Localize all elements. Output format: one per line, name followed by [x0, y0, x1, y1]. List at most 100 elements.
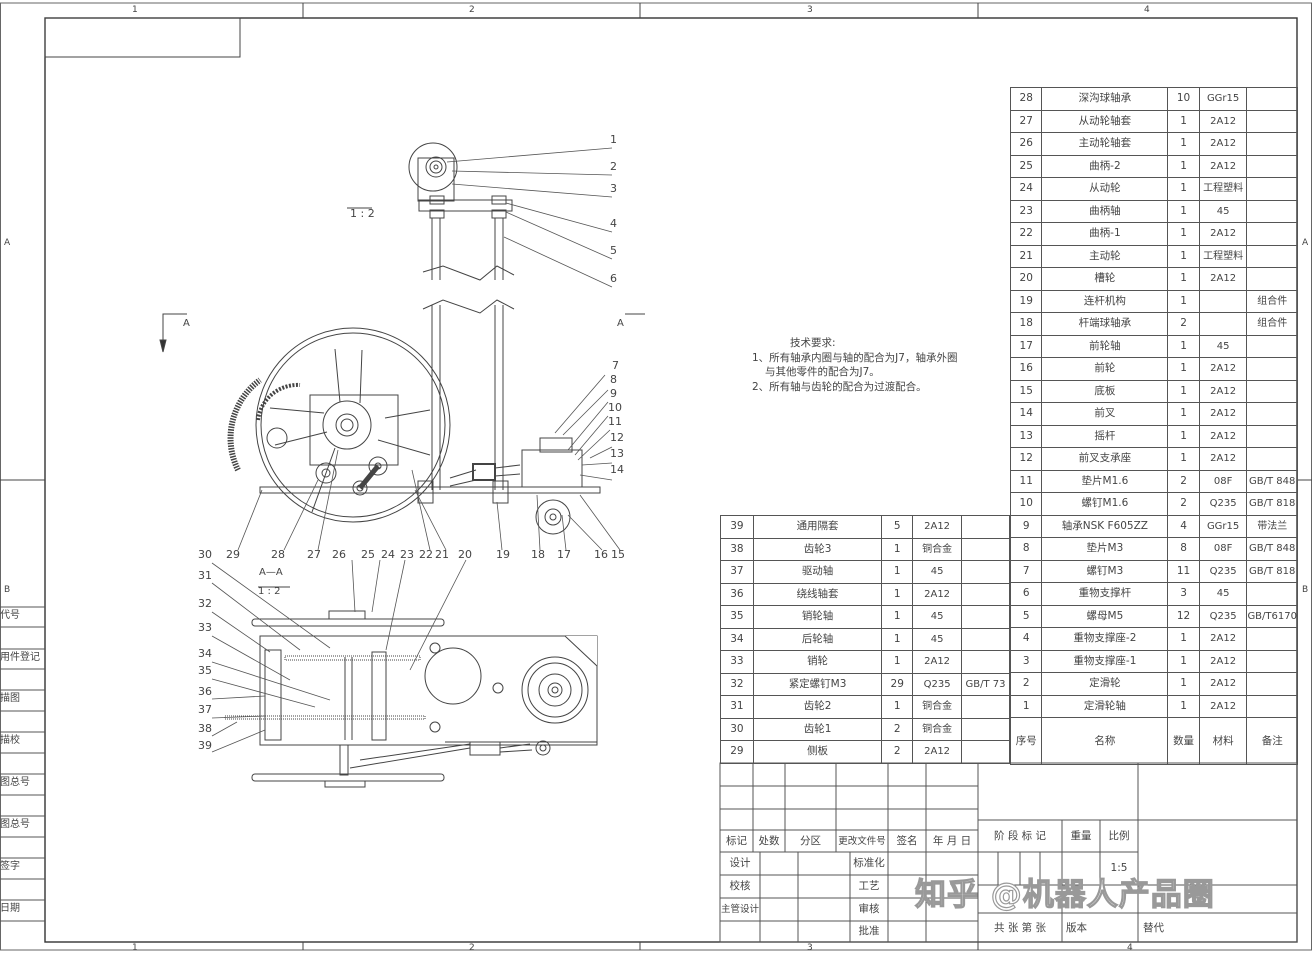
bom-qty: 2 [1167, 312, 1200, 336]
bom-remark [1246, 334, 1298, 358]
bom-qty: 11 [1167, 559, 1200, 583]
bom-name: 驱动轴 [752, 560, 883, 584]
bom-qty: 1 [1167, 627, 1200, 651]
sign-row-label: 设计 [729, 857, 751, 869]
left-margin-table [0, 606, 45, 922]
zone-label-bottom: 1 [132, 943, 138, 953]
bom-material: 2A12 [1198, 694, 1248, 718]
bom-qty: 1 [1167, 222, 1200, 246]
zone-label-top: 3 [807, 5, 813, 15]
part-balloon: 7 [612, 359, 619, 372]
section-arrow-label-left: A [183, 318, 190, 329]
bom-name: 垫片M3 [1041, 537, 1169, 561]
bom-material: 2A12 [1198, 424, 1248, 448]
bom-material: 铜合金 [912, 695, 963, 719]
part-balloon: 3 [610, 182, 617, 195]
bom-no: 39 [720, 515, 754, 539]
bom-material: 铜合金 [912, 717, 963, 741]
part-balloon: 13 [610, 447, 624, 460]
part-balloon: 31 [198, 569, 212, 582]
bom-name: 绕线轴套 [752, 582, 883, 606]
zone-label-bottom: 2 [469, 943, 475, 953]
bom-name: 杆端球轴承 [1041, 312, 1169, 336]
section-view [224, 586, 598, 788]
bom-material: GGr15 [1198, 514, 1248, 538]
bom-no: 7 [1009, 559, 1043, 583]
bom-remark [1246, 402, 1298, 426]
left-margin-label: 图总号 [0, 819, 30, 830]
bom-name: 深沟球轴承 [1041, 87, 1169, 111]
part-balloon: 4 [610, 217, 617, 230]
bom-no: 11 [1009, 469, 1043, 493]
bom-remark: 带法兰 [1246, 514, 1298, 538]
sign-row-label: 校核 [729, 880, 751, 892]
bom-material: 45 [912, 560, 963, 584]
bom-remark [961, 717, 1010, 741]
bom-name: 主动轮 [1041, 244, 1169, 268]
sign-row-label: 主管设计 [720, 904, 759, 915]
bom-no: 24 [1009, 177, 1043, 201]
bom-remark: GB/T 848 [1246, 469, 1298, 493]
bom-material: 45 [912, 627, 963, 651]
approval-row-label: 批准 [858, 925, 880, 937]
main-view-scale: 1 : 2 [350, 207, 375, 220]
bom-material: 2A12 [1198, 357, 1248, 381]
part-balloon: 26 [332, 548, 346, 561]
bom-material: Q235 [1198, 559, 1248, 583]
part-balloon: 16 [594, 548, 608, 561]
bom-no: 32 [720, 672, 754, 696]
row-label-left: A [4, 238, 11, 248]
zone-label-bottom: 3 [807, 943, 813, 953]
bom-qty: 1 [881, 627, 914, 651]
section-markers [159, 207, 645, 353]
bom-material: 2A12 [1198, 132, 1248, 156]
bom-remark [1246, 267, 1298, 291]
bom-remark [961, 515, 1010, 539]
bom-material: 2A12 [912, 582, 963, 606]
bom-no: 35 [720, 605, 754, 629]
bom-name: 齿轮1 [752, 717, 883, 741]
zone-label-top: 1 [132, 5, 138, 15]
bom-qty: 2 [1167, 492, 1200, 516]
bom-remark [961, 605, 1010, 629]
bom-name: 从动轮 [1041, 177, 1169, 201]
drive-wheel [227, 327, 451, 523]
bom-name: 前叉 [1041, 402, 1169, 426]
section-title: A—A [259, 567, 283, 578]
bom-no: 30 [720, 717, 754, 741]
bom-remark: 组合件 [1246, 289, 1298, 313]
part-balloon: 10 [608, 401, 622, 414]
bom-name: 定滑轮轴 [1041, 694, 1169, 718]
bom-name: 重物支撑杆 [1041, 582, 1169, 606]
bom-header-cell: 序号 [1009, 717, 1043, 765]
part-balloon: 21 [435, 548, 449, 561]
bom-qty: 1 [1167, 649, 1200, 673]
approval-row-label: 审核 [858, 903, 880, 915]
bom-no: 26 [1009, 132, 1043, 156]
bom-qty: 1 [881, 560, 914, 584]
bom-remark: 组合件 [1246, 312, 1298, 336]
bom-remark [1246, 582, 1298, 606]
bom-no: 2 [1009, 672, 1043, 696]
bom-qty: 1 [1167, 424, 1200, 448]
bom-header-cell: 备注 [1246, 717, 1298, 765]
bom-no: 18 [1009, 312, 1043, 336]
left-margin-label: 描校 [0, 735, 20, 746]
bom-qty: 1 [1167, 132, 1200, 156]
bom-qty: 1 [881, 650, 914, 674]
zone-label-bottom: 4 [1127, 943, 1133, 953]
